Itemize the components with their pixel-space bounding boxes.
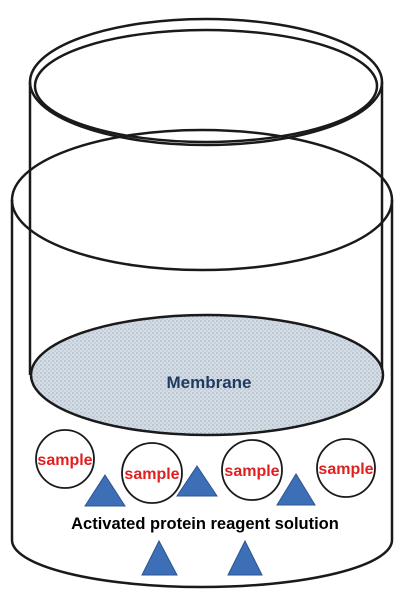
sample-circle xyxy=(316,438,376,498)
solution-label: Activated protein reagent solution xyxy=(71,515,339,533)
sample-label: sample xyxy=(37,452,92,469)
sample-label: sample xyxy=(318,461,373,478)
sample-1: sample xyxy=(35,429,95,489)
membrane: Membrane xyxy=(29,313,385,437)
sample-circle xyxy=(221,439,283,501)
reagent-triangles xyxy=(84,465,316,576)
reagent-triangle-icon xyxy=(141,539,178,576)
outer-beaker-walls xyxy=(10,200,394,589)
inner-insert-walls xyxy=(28,82,384,375)
sample-label: sample xyxy=(124,466,179,483)
sample-circle xyxy=(121,442,183,504)
sample-3: sample xyxy=(221,439,283,501)
sample-4: sample xyxy=(316,438,376,498)
membrane-disc xyxy=(29,313,385,437)
samples: sample sample sample sample xyxy=(35,429,376,504)
reagent-triangle-icon xyxy=(227,539,263,576)
sample-label: sample xyxy=(224,463,279,480)
sample-2: sample xyxy=(121,442,183,504)
inner-insert-rim-outer xyxy=(28,17,384,147)
outer-beaker xyxy=(10,128,394,589)
outer-beaker-rim xyxy=(10,128,394,272)
reagent-triangle-icon xyxy=(176,465,218,497)
membrane-label: Membrane xyxy=(166,373,251,392)
sample-circle xyxy=(35,429,95,489)
inner-insert xyxy=(28,17,384,375)
reagent-triangle-icon xyxy=(276,473,316,506)
reagent-triangle-icon xyxy=(84,474,126,507)
inner-insert-rim-inner xyxy=(33,28,379,144)
